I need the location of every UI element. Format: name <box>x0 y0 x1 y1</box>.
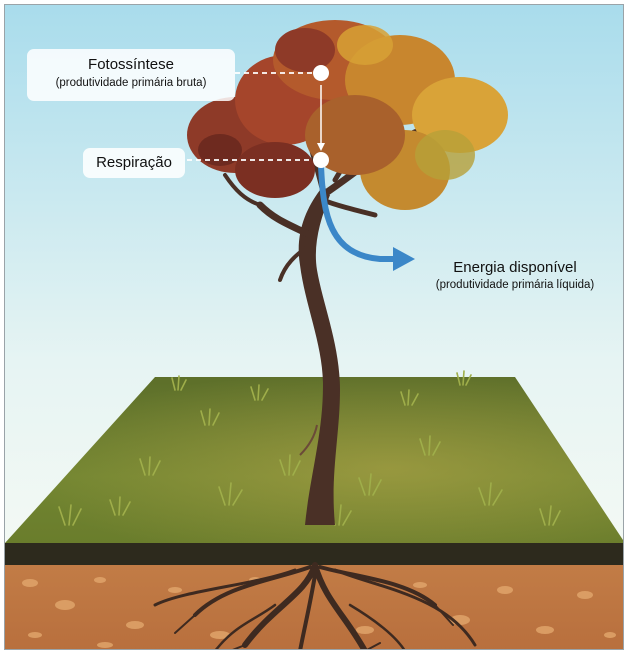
respiration-marker <box>313 152 329 168</box>
tree-diagram-illustration <box>5 5 624 650</box>
energy-subtitle: (produtividade primária líquida) <box>405 279 624 291</box>
respiration-title: Respiração <box>83 154 185 171</box>
photosynthesis-title: Fotossíntese <box>27 56 235 73</box>
photosynthesis-subtitle: (produtividade primária bruta) <box>27 77 235 89</box>
energy-title: Energia disponível <box>405 259 624 276</box>
photosynthesis-marker <box>313 65 329 81</box>
diagram-frame: Fotossíntese (produtividade primária bru… <box>4 4 624 650</box>
ground-edge <box>5 543 624 565</box>
